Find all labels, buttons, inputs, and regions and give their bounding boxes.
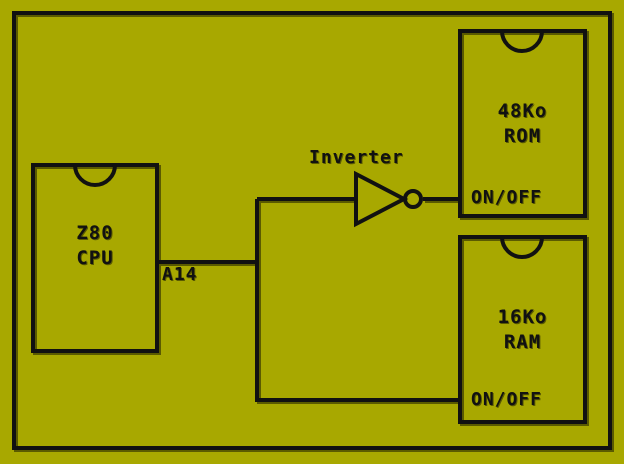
ram-label: 16Ko RAM (460, 308, 585, 352)
cpu-label: Z80 CPU (33, 224, 157, 268)
ram-enable-pin-label: ON/OFF (471, 389, 543, 410)
a14-wire (157, 197, 460, 402)
cpu-type: CPU (76, 247, 114, 269)
rom-chip (458, 29, 587, 218)
rom-type: ROM (503, 125, 542, 147)
ram-chip (458, 235, 587, 424)
junction-to-ram-wire (255, 199, 460, 402)
a14-signal-label: A14 (162, 264, 198, 285)
inverter-label: Inverter (309, 147, 404, 168)
outer-border (12, 11, 612, 450)
ram-type: RAM (503, 331, 542, 353)
ram-size: 16Ko (497, 306, 548, 328)
rom-size: 48Ko (497, 100, 548, 122)
inverter-gate (354, 170, 423, 228)
rom-enable-pin-label: ON/OFF (471, 187, 543, 208)
cpu-name: Z80 (76, 222, 114, 244)
inverter-bubble (403, 189, 423, 209)
cpu-chip (31, 163, 159, 353)
rom-label: 48Ko ROM (460, 102, 585, 146)
